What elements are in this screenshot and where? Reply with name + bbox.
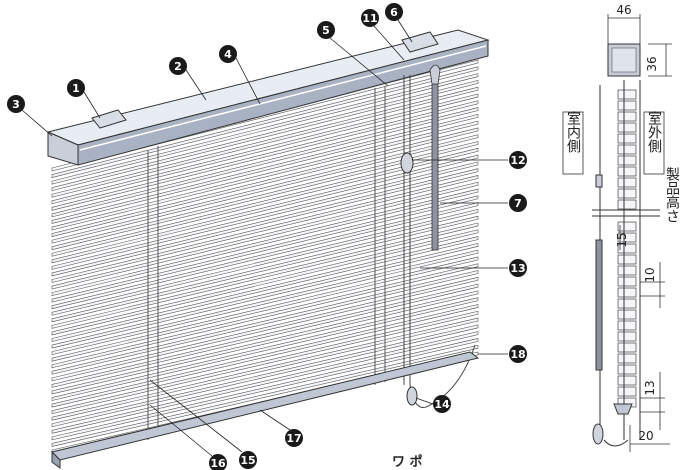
callout-2: 2: [169, 57, 187, 75]
outdoor-label-box: [643, 111, 665, 175]
callout-7: 7: [509, 194, 527, 212]
side-slat: [617, 100, 637, 111]
svg-text:3: 3: [12, 98, 20, 111]
svg-text:17: 17: [286, 432, 301, 445]
callout-11: 11: [361, 9, 379, 27]
svg-text:16: 16: [210, 457, 226, 470]
dim-10: 10: [643, 267, 657, 282]
side-slat: [617, 386, 637, 397]
side-slat: [617, 243, 637, 254]
side-view: 46 36 15 10 13 20 室内側 室外側 製品高さ: [562, 3, 680, 452]
callout-15: 15: [239, 451, 257, 469]
side-slat: [617, 122, 637, 133]
side-slat: [617, 353, 637, 364]
dim-13: 13: [643, 380, 657, 395]
bottom-rail-section: [613, 403, 633, 415]
dim-46: 46: [616, 3, 631, 17]
svg-text:1: 1: [72, 82, 80, 95]
side-slat: [617, 89, 637, 100]
side-slat: [617, 254, 637, 265]
indoor-label-box: [562, 111, 584, 175]
svg-text:7: 7: [514, 197, 522, 210]
callout-18: 18: [509, 345, 527, 363]
side-slat: [617, 287, 637, 298]
indoor-label: 室内側: [565, 110, 581, 153]
break-line: [592, 209, 660, 217]
side-slat: [617, 133, 637, 144]
dim-15: 15: [615, 232, 629, 247]
ladder-left: [147, 146, 159, 440]
side-slat-column: [617, 89, 637, 408]
dim-36: 36: [645, 56, 659, 71]
callout-3: 3: [7, 95, 25, 113]
side-slat: [617, 265, 637, 276]
callout-5: 5: [317, 21, 335, 39]
side-cords: [592, 80, 641, 447]
side-slat: [617, 331, 637, 342]
outdoor-label: 室外側: [646, 110, 662, 153]
callout-12: 12: [509, 151, 527, 169]
svg-text:13: 13: [510, 262, 525, 275]
side-slat: [617, 111, 637, 122]
ladder-right: [374, 86, 386, 385]
side-slat: [617, 375, 637, 386]
svg-text:18: 18: [510, 348, 525, 361]
side-slat: [617, 144, 637, 155]
side-slat: [617, 232, 637, 243]
side-slat: [617, 298, 637, 309]
svg-text:15: 15: [240, 454, 255, 467]
callout-4: 4: [219, 45, 237, 63]
callout-14: 14: [433, 395, 451, 413]
callout-16: 16: [209, 454, 227, 470]
side-slat: [617, 166, 637, 177]
callout-6: 6: [385, 3, 403, 21]
side-slat: [617, 199, 637, 210]
side-slat: [617, 221, 637, 232]
dimensions: [607, 14, 672, 452]
callout-1: 1: [67, 79, 85, 97]
dim-20: 20: [638, 429, 653, 443]
svg-text:2: 2: [174, 60, 182, 73]
bottom-text: ワ ポ: [392, 454, 423, 470]
side-slat: [617, 309, 637, 320]
lift-cord: [400, 75, 476, 408]
product-height-label: 製品高さ: [664, 167, 680, 223]
callout-17: 17: [285, 429, 303, 447]
callout-13: 13: [509, 259, 527, 277]
head-rail: [46, 29, 490, 166]
bottom-rail: [51, 351, 480, 469]
svg-text:14: 14: [434, 398, 450, 411]
side-slat: [617, 188, 637, 199]
svg-text:5: 5: [322, 24, 330, 37]
svg-text:4: 4: [224, 48, 232, 61]
svg-text:12: 12: [510, 154, 525, 167]
side-slat: [617, 364, 637, 375]
tilt-wand: [429, 64, 441, 251]
side-slat: [617, 276, 637, 287]
side-slat: [617, 342, 637, 353]
front-view: 1 2 3 4 5 6 11 12 7 13 18 14 17 15 16: [7, 3, 527, 470]
leader-lines: [21, 19, 508, 457]
svg-text:11: 11: [362, 12, 377, 25]
svg-text:6: 6: [390, 6, 398, 19]
side-slat: [617, 155, 637, 166]
side-slat: [617, 177, 637, 188]
side-slat: [617, 320, 637, 331]
